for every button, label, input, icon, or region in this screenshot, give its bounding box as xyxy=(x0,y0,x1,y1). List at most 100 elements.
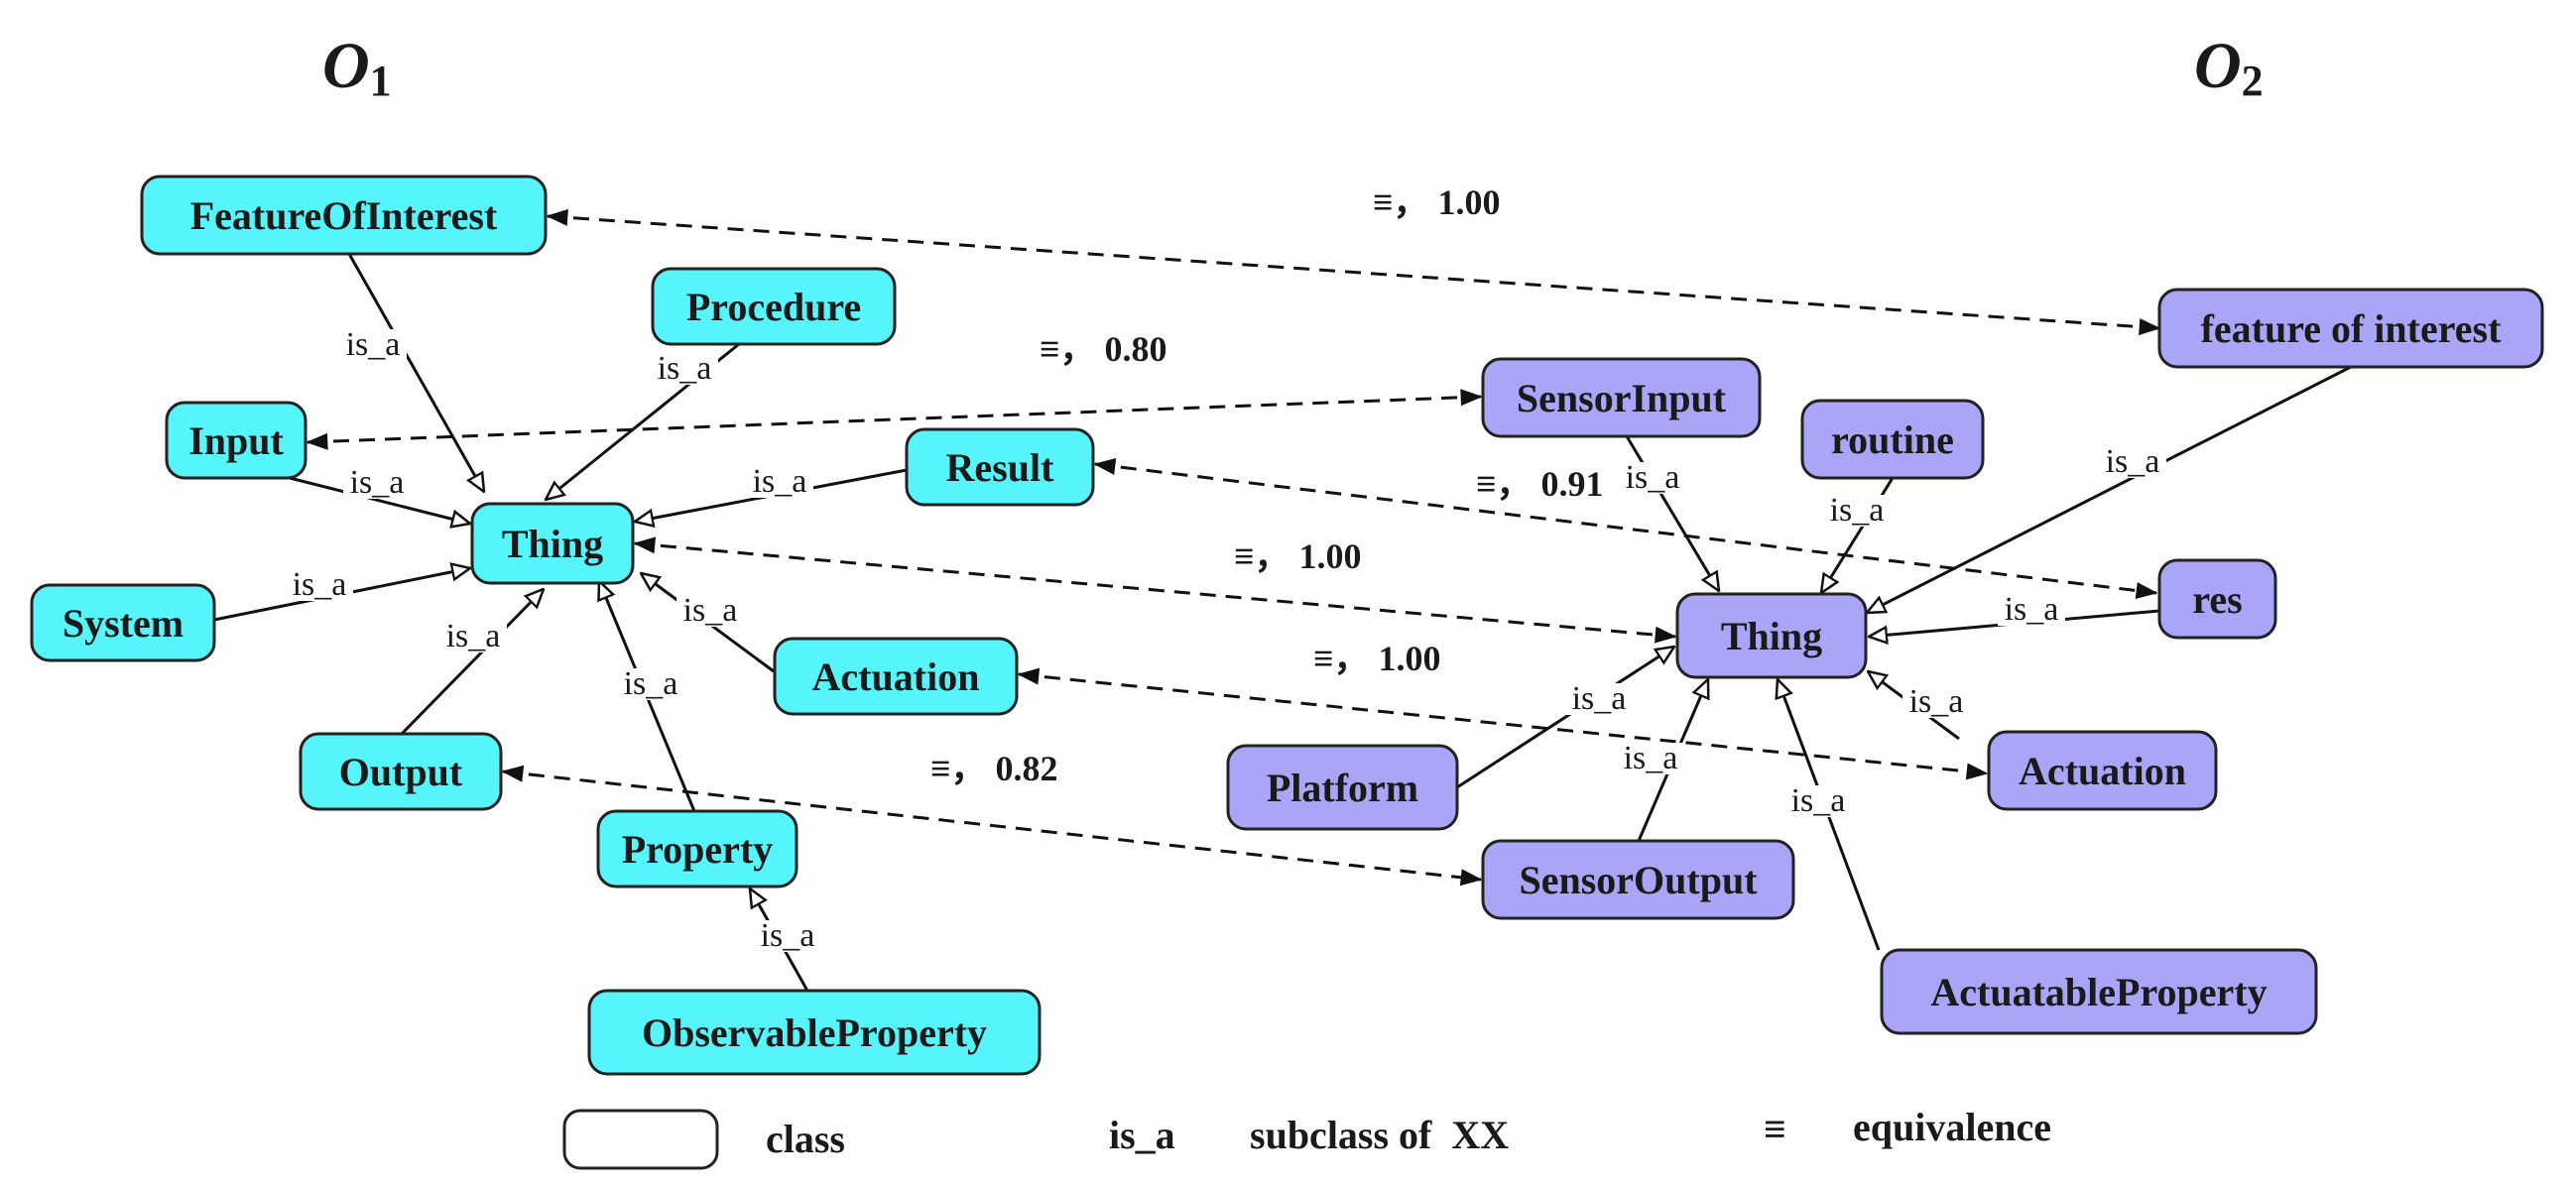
class-node-o1-output: Output xyxy=(299,732,503,811)
class-nodes: FeatureOfInterestProcedureInputResultThi… xyxy=(30,175,2544,1076)
legend-class-label: class xyxy=(766,1117,845,1161)
subclass-label-background xyxy=(1619,462,1686,494)
equivalence-link xyxy=(1095,464,2156,593)
class-node-box xyxy=(596,809,798,889)
subclass-link xyxy=(1456,647,1674,789)
subclass-label-background xyxy=(617,668,684,700)
class-node-o1-procedure: Procedure xyxy=(651,267,897,346)
equivalence-link xyxy=(635,543,1675,637)
class-node-label: Result xyxy=(946,445,1055,490)
equivalence-label: ≡， 1.00 xyxy=(1373,182,1501,222)
subclass-label-background xyxy=(746,466,813,498)
class-node-label: feature of interest xyxy=(2201,306,2503,351)
class-node-o2-sensor-input: SensorInput xyxy=(1481,357,1762,438)
class-node-box xyxy=(1880,948,2318,1035)
class-node-label: Actuation xyxy=(2019,749,2186,793)
class-node-o2-sensor-output: SensorOutput xyxy=(1481,839,1795,920)
class-node-o1-feature-of-interest: FeatureOfInterest xyxy=(140,175,548,256)
class-node-o2-actuation: Actuation xyxy=(1987,730,2218,811)
subclass-label-background xyxy=(2099,446,2166,478)
class-node-box xyxy=(165,401,307,480)
subclass-label-background xyxy=(339,329,407,361)
subclass-label: is_a xyxy=(761,917,815,954)
class-node-box xyxy=(30,583,216,662)
class-node-o1-result: Result xyxy=(905,427,1095,507)
class-node-label: Procedure xyxy=(686,285,861,329)
subclass-label-background xyxy=(1784,785,1852,817)
subclass-label-background xyxy=(286,569,353,601)
class-node-box xyxy=(651,267,897,346)
subclass-label-background xyxy=(1823,495,1891,527)
subclass-link xyxy=(289,476,470,524)
class-node-o1-property: Property xyxy=(596,809,798,889)
class-node-o2-actuatable-property: ActuatableProperty xyxy=(1880,948,2318,1035)
equivalence-link xyxy=(1019,674,1987,773)
equivalence-label: ≡， 0.82 xyxy=(930,749,1058,788)
subclass-label: is_a xyxy=(346,326,401,363)
class-node-label: SensorInput xyxy=(1517,376,1727,420)
legend-equivalence-symbol: ≡ xyxy=(1764,1107,1786,1151)
class-node-box xyxy=(2157,558,2277,640)
class-node-o2-thing: Thing xyxy=(1675,592,1868,679)
subclass-label: is_a xyxy=(658,350,712,387)
legend-isa-symbol: is_a xyxy=(1109,1113,1175,1157)
class-node-o1-input: Input xyxy=(165,401,307,480)
class-node-box xyxy=(1987,730,2218,811)
class-node-o2-platform: Platform xyxy=(1226,744,1459,831)
class-node-o2-res: res xyxy=(2157,558,2277,640)
subclass-label: is_a xyxy=(1791,782,1846,819)
subclass-label: is_a xyxy=(1626,459,1680,496)
ontology-2-title: O2 xyxy=(2194,30,2264,105)
class-node-label: SensorOutput xyxy=(1519,858,1758,902)
subclass-label: is_a xyxy=(293,566,347,603)
class-node-label: ActuatableProperty xyxy=(1930,970,2267,1014)
class-node-box xyxy=(587,989,1042,1076)
subclass-link xyxy=(1867,365,2352,613)
subclass-label: is_a xyxy=(446,618,501,654)
class-node-o1-thing: Thing xyxy=(470,502,635,585)
equivalence-link xyxy=(307,397,1481,442)
class-node-o1-system: System xyxy=(30,583,216,662)
class-node-label: routine xyxy=(1831,417,1954,462)
subclass-label: is_a xyxy=(2005,591,2059,628)
subclass-label: is_a xyxy=(2106,443,2160,480)
class-node-box xyxy=(1226,744,1459,831)
class-node-box xyxy=(1481,357,1762,438)
class-node-label: Output xyxy=(339,750,463,794)
equivalence-label: ≡， 1.00 xyxy=(1313,639,1441,678)
class-node-label: ObservableProperty xyxy=(642,1010,987,1055)
class-node-o1-actuation: Actuation xyxy=(773,637,1019,716)
class-node-label: res xyxy=(2192,577,2242,622)
subclass-label-background xyxy=(1902,686,1970,718)
legend-isa-description: subclass of XX xyxy=(1250,1113,1509,1157)
subclass-label-background xyxy=(439,621,507,652)
class-node-label: Thing xyxy=(1721,614,1822,658)
subclass-label: is_a xyxy=(1830,492,1885,529)
equivalence-link xyxy=(548,216,2159,328)
class-node-label: Thing xyxy=(502,522,603,566)
subclass-label-background xyxy=(1617,743,1684,774)
legend: class is_a subclass of XX ≡ equivalence xyxy=(562,1105,2051,1170)
class-node-box xyxy=(470,502,635,585)
subclass-label: is_a xyxy=(1572,680,1627,717)
subclass-label: is_a xyxy=(624,665,678,702)
subclass-label: is_a xyxy=(1909,683,1964,720)
equivalence-label: ≡， 1.00 xyxy=(1234,536,1362,576)
class-node-box xyxy=(773,637,1019,716)
class-node-o2-feature-of-interest: feature of interest xyxy=(2157,288,2544,369)
subclass-label-background xyxy=(676,595,744,627)
class-node-o2-routine: routine xyxy=(1800,399,1985,480)
equivalence-label: ≡， 0.80 xyxy=(1040,329,1167,369)
subclass-label-background xyxy=(651,353,718,385)
legend-class-swatch xyxy=(562,1109,719,1170)
subclass-links: is_a is_a is_a is_a is_a is_a is_a is_a is_a is_a… xyxy=(213,253,2352,992)
subclass-label: is_a xyxy=(350,464,405,501)
class-node-box xyxy=(1675,592,1868,679)
legend-equivalence-description: equivalence xyxy=(1853,1105,2051,1149)
class-node-box xyxy=(1481,839,1795,920)
subclass-label: is_a xyxy=(753,463,807,500)
subclass-link xyxy=(347,253,484,492)
class-node-label: System xyxy=(62,601,184,646)
subclass-label-background xyxy=(343,467,411,499)
